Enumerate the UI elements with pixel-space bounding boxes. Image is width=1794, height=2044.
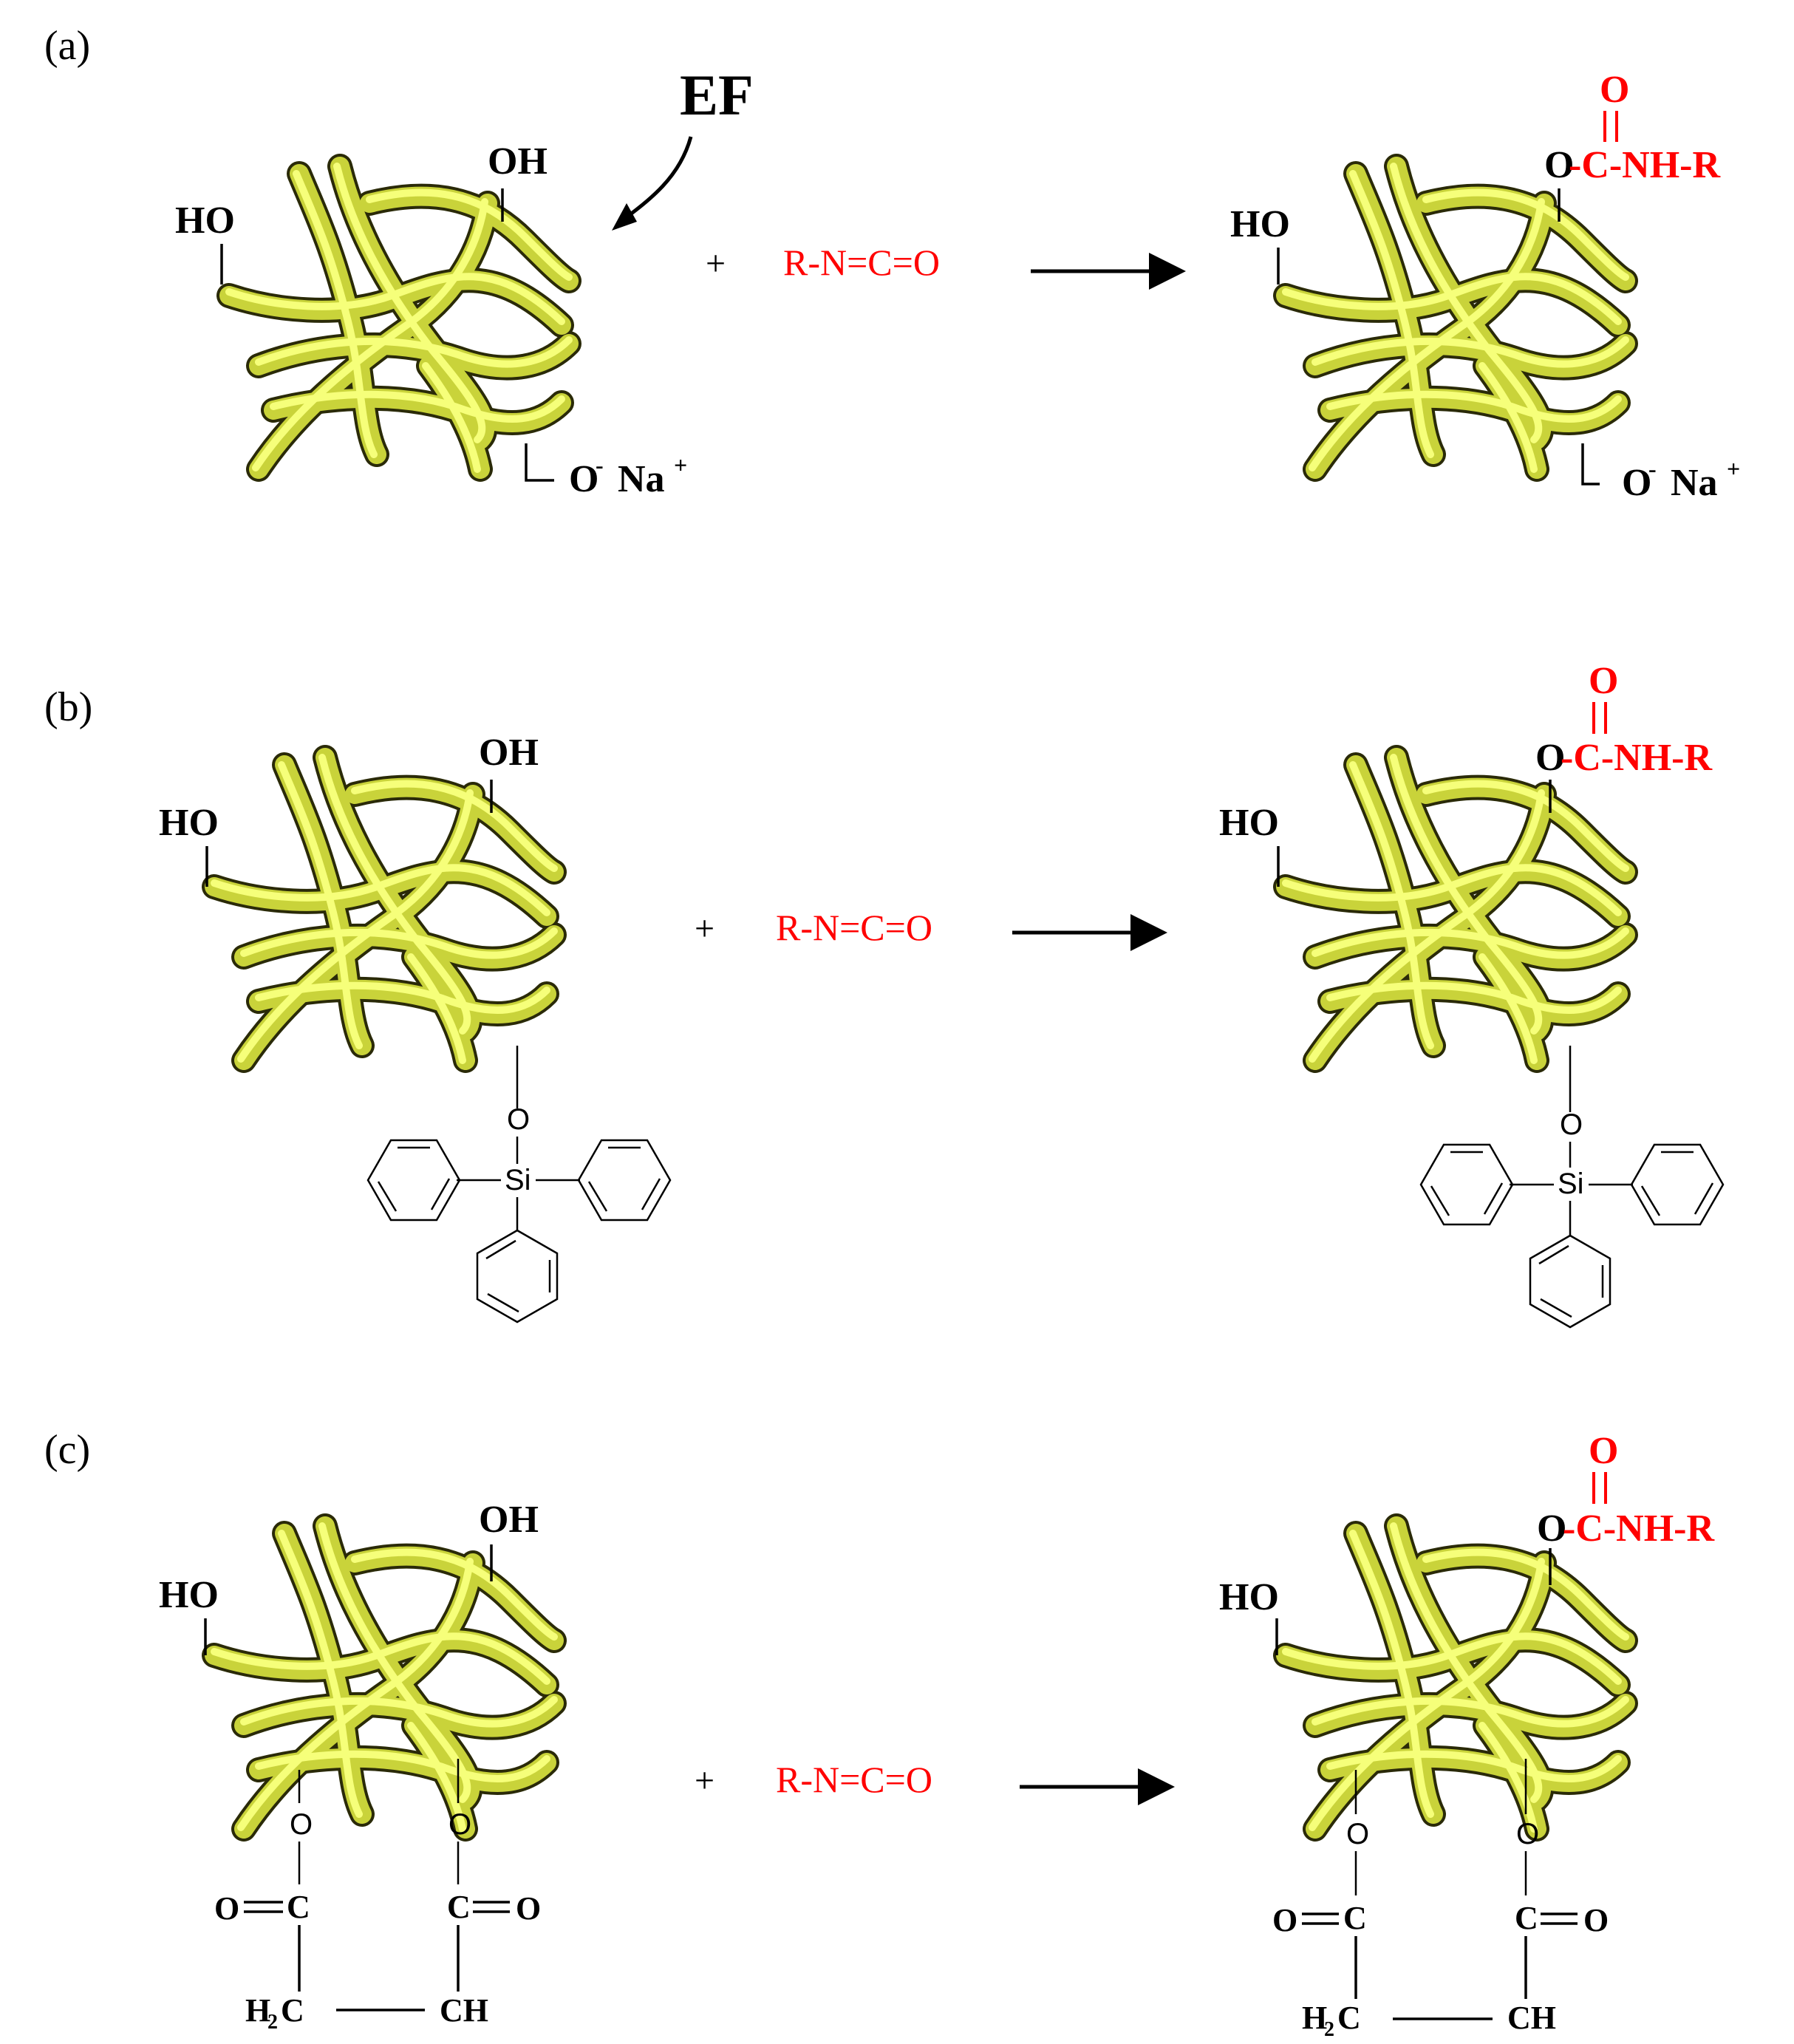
salt-o: O [1622, 462, 1651, 504]
ho-group: HO [175, 200, 235, 242]
salt-na: Na [1671, 462, 1718, 504]
silyl-ether-o: O [1560, 1108, 1583, 1141]
ho-group: HO [1219, 802, 1279, 844]
oh-group: OH [488, 140, 548, 183]
salt-bond [1581, 443, 1600, 486]
panel-b: (b) HO OH O Si + R-N=C=O HO O O -C-NH-R … [44, 660, 1725, 1329]
methylene-c: C [1337, 2000, 1361, 2036]
phenyl-ring [476, 1229, 559, 1324]
carbamate-carbonyl-o: O [1589, 1430, 1618, 1472]
salt-plus: + [674, 452, 687, 478]
silyl-ether-o: O [507, 1103, 530, 1136]
panel-c: (c) HO OH O C O H 2 C CH O C O + R-N=C=O [44, 1427, 1716, 2041]
isocyanate-reagent: R-N=C=O [783, 242, 940, 283]
salt-bond [525, 443, 554, 482]
carbonyl-o-left: O [1272, 1902, 1297, 1938]
panel-label: (b) [44, 684, 92, 730]
salt-na: Na [618, 458, 665, 500]
carbonyl-o-right: O [516, 1890, 541, 1927]
silicon-atom: Si [1558, 1168, 1584, 1200]
carbonyl-c-left: C [1343, 1900, 1367, 1936]
carbamate-group: -C-NH-R [1563, 1508, 1716, 1550]
carbamate-carbonyl-o: O [1589, 660, 1618, 702]
methylene-h: H [245, 1992, 270, 2028]
methylene-subscript: 2 [1324, 2018, 1334, 2041]
carbonyl-c-left: C [287, 1889, 310, 1925]
fiber-bundle-product [1286, 757, 1626, 1060]
salt-plus: + [1727, 455, 1740, 482]
silicon-atom: Si [505, 1164, 531, 1196]
panel-a: (a) EF HO OH O - Na + + R-N=C=O HO O O -… [44, 23, 1740, 504]
ho-group: HO [159, 1574, 219, 1616]
carbonyl-o-left: O [214, 1890, 239, 1927]
carbamate-group: -C-NH-R [1569, 144, 1722, 186]
methylene-c: C [281, 1992, 304, 2028]
salt-minus: - [596, 452, 604, 478]
isocyanate-reagent: R-N=C=O [776, 1759, 932, 1800]
fiber-bundle-reactant [214, 1526, 554, 1829]
carbonyl-c-right: C [1515, 1900, 1538, 1936]
methylene-subscript: 2 [267, 2011, 278, 2034]
methine-ch: CH [1507, 2000, 1556, 2036]
oh-group: OH [479, 732, 539, 774]
ho-group: HO [1230, 203, 1290, 245]
fiber-bundle-reactant [229, 166, 569, 469]
plus-sign: + [706, 244, 726, 283]
carbamate-o-link: O [1544, 144, 1574, 186]
ho-group: HO [159, 802, 219, 844]
ester-o-left: O [1346, 1818, 1369, 1850]
salt-o: O [569, 458, 598, 500]
fiber-bundle-product [1286, 166, 1626, 469]
plus-sign: + [695, 909, 714, 948]
methylene-h: H [1302, 2000, 1327, 2036]
phenyl-ring [1630, 1143, 1725, 1226]
fiber-bundle-product [1286, 1526, 1626, 1829]
phenyl-ring [1419, 1143, 1514, 1226]
carbamate-carbonyl-o: O [1600, 69, 1629, 111]
ef-arrowhead [612, 203, 637, 231]
ef-arrow [619, 136, 693, 223]
ef-label: EF [680, 63, 754, 127]
carbonyl-o-right: O [1583, 1902, 1609, 1938]
salt-minus: - [1648, 455, 1657, 482]
carbamate-o-link: O [1537, 1508, 1566, 1550]
oh-group: OH [479, 1499, 539, 1541]
ester-o-right: O [1516, 1818, 1539, 1850]
isocyanate-reagent: R-N=C=O [776, 907, 932, 948]
methine-ch: CH [440, 1992, 488, 2028]
phenyl-ring [577, 1139, 672, 1222]
fiber-bundle-reactant [214, 757, 554, 1060]
phenyl-ring [1529, 1234, 1611, 1329]
carbonyl-c-right: C [447, 1889, 471, 1925]
carbamate-o-link: O [1535, 737, 1565, 779]
panel-label: (c) [44, 1427, 90, 1473]
ester-o-right: O [448, 1808, 471, 1841]
ester-o-left: O [290, 1808, 313, 1841]
ho-group: HO [1219, 1576, 1279, 1618]
phenyl-ring [366, 1139, 461, 1222]
panel-label: (a) [44, 23, 90, 69]
plus-sign: + [695, 1761, 714, 1800]
carbamate-group: -C-NH-R [1561, 737, 1713, 779]
